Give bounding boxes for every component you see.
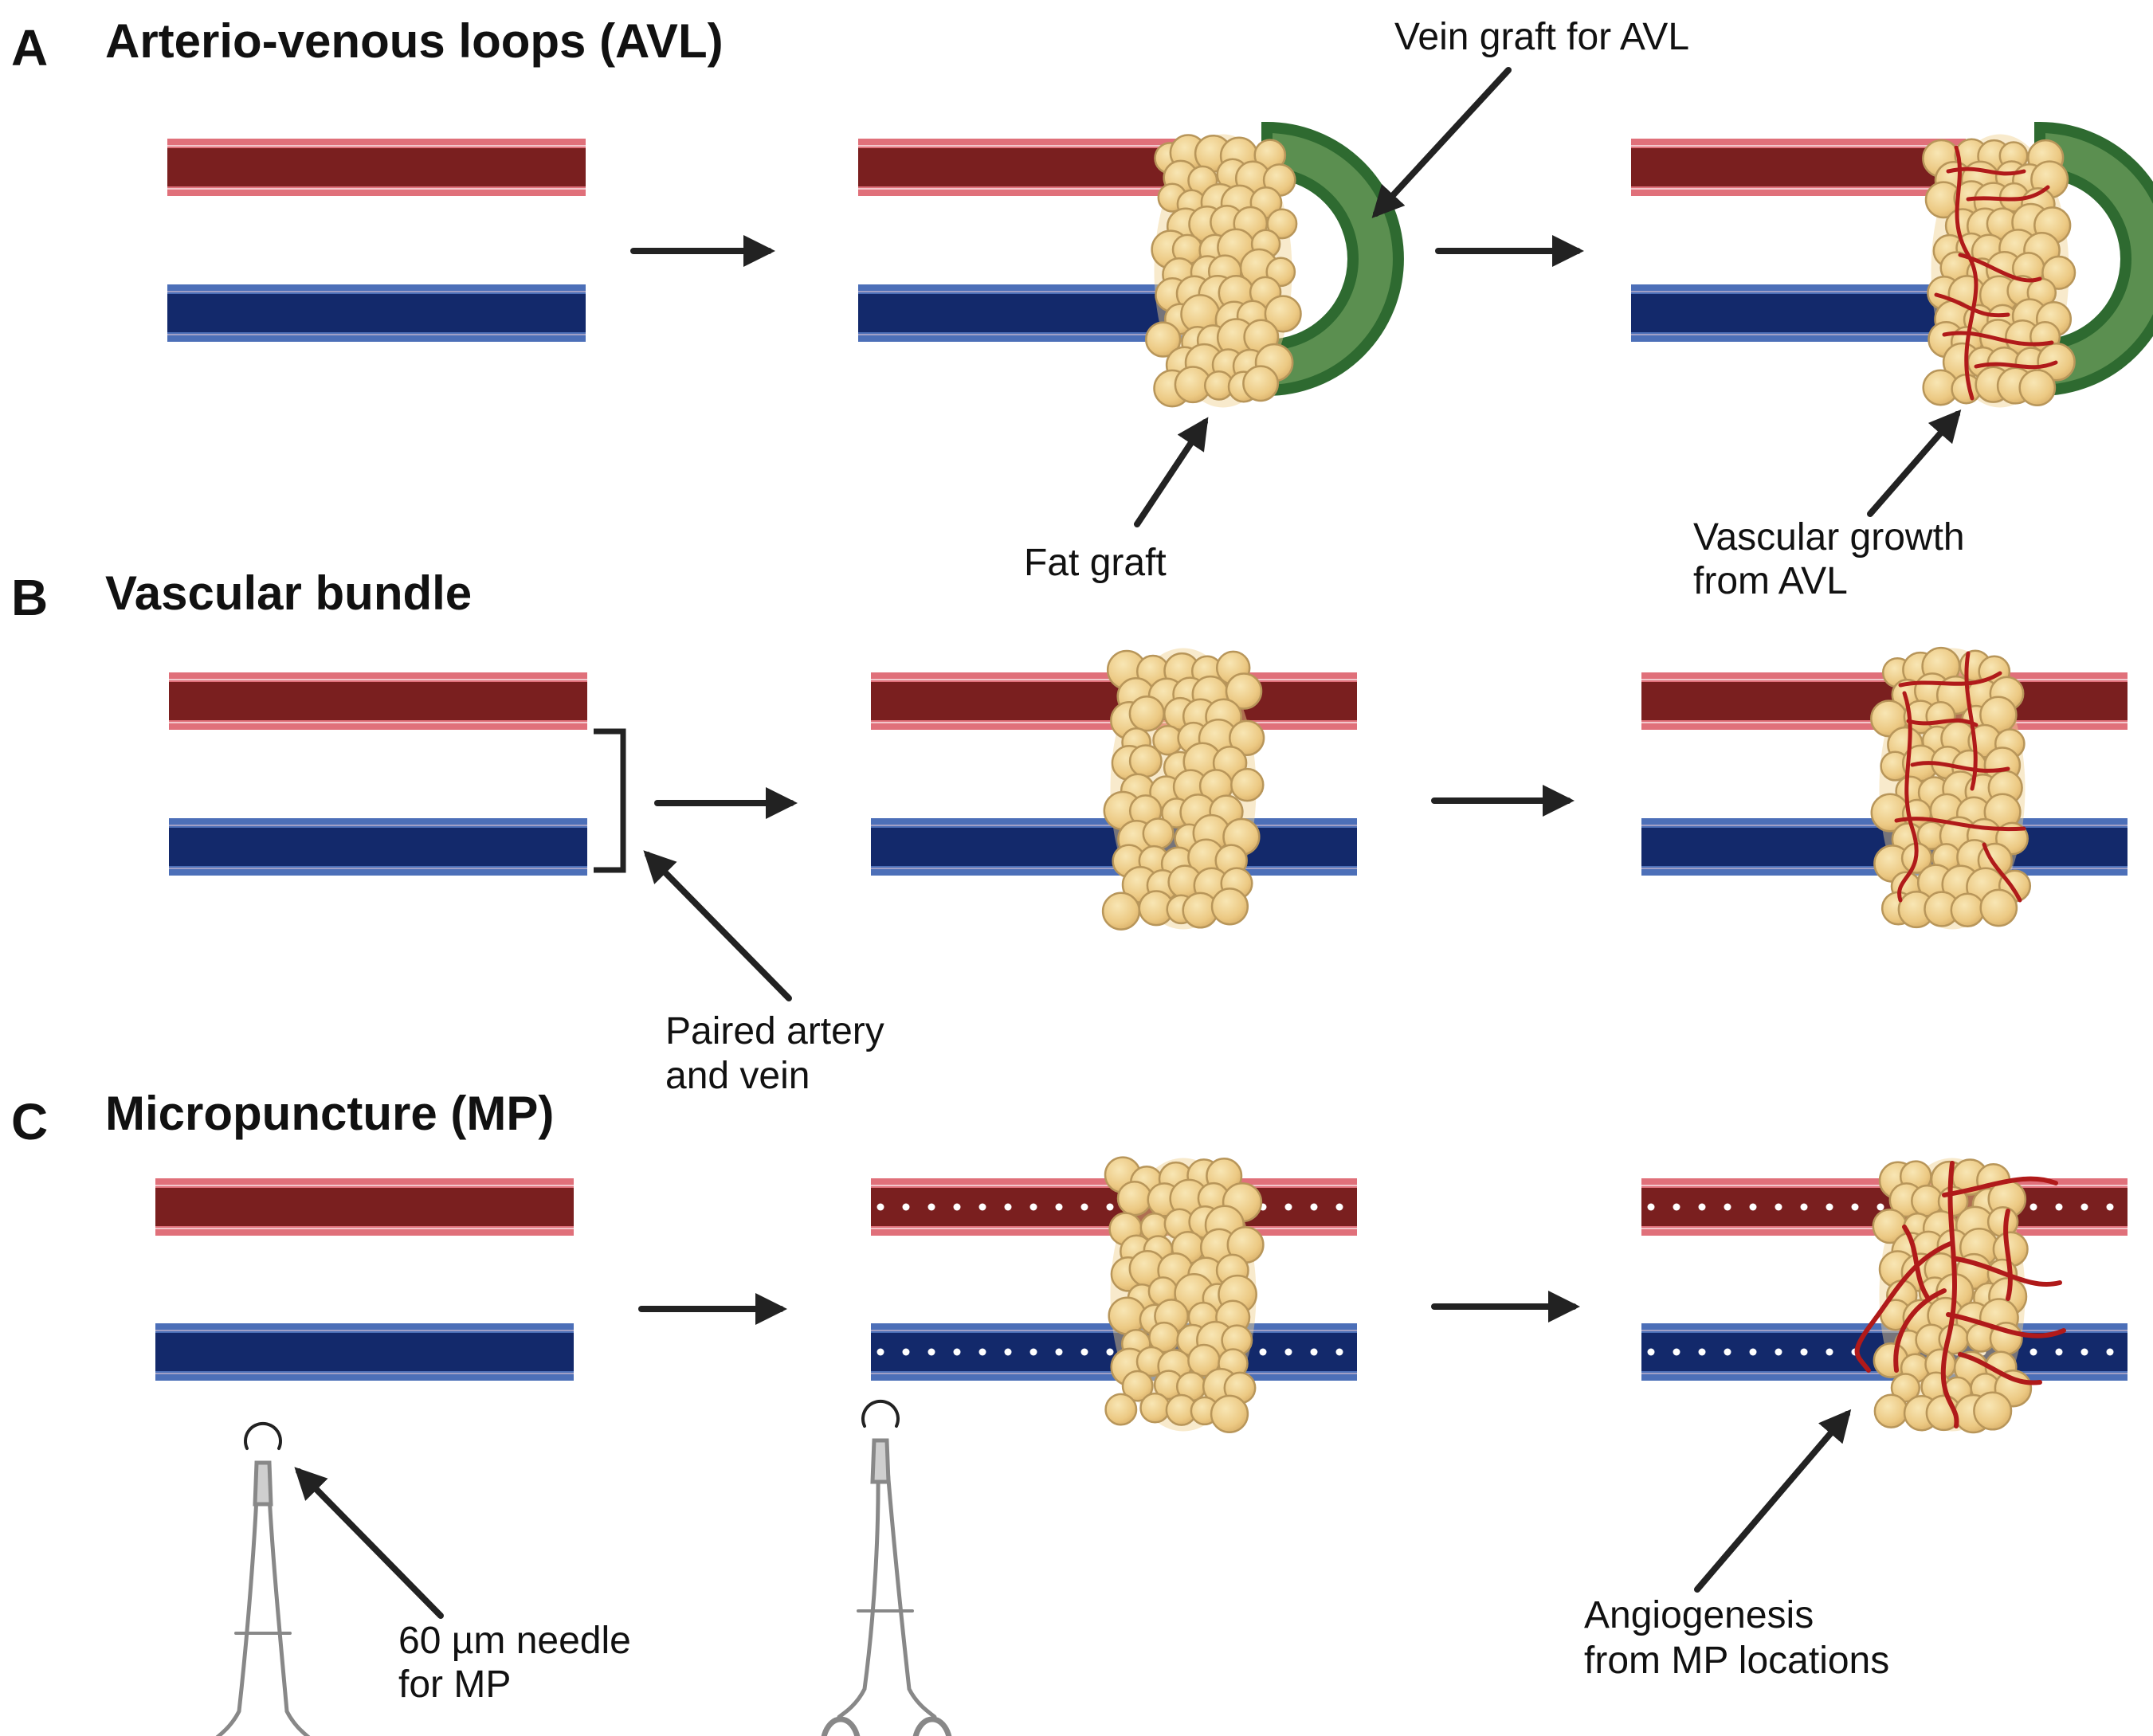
vessels-layer bbox=[155, 139, 2128, 1381]
microvessel-icon bbox=[1894, 651, 2026, 903]
artery-icon bbox=[155, 1178, 574, 1236]
arrow-icon bbox=[294, 67, 1962, 1619]
artery-icon bbox=[1631, 139, 1966, 196]
panel-b-letter: B bbox=[11, 569, 48, 626]
panel-b-title: Vascular bundle bbox=[105, 566, 472, 620]
panel-c-letter: C bbox=[11, 1093, 48, 1150]
paired-label-1: Paired artery bbox=[665, 1010, 884, 1052]
microvessel-icon bbox=[1854, 1161, 2066, 1428]
panel-a-title: Arterio-venous loops (AVL) bbox=[105, 14, 724, 68]
artery-icon bbox=[169, 672, 587, 730]
fat-graft-icon bbox=[1104, 1156, 1265, 1433]
microvessel-icon bbox=[1934, 145, 2058, 401]
forceps-icon bbox=[215, 1421, 311, 1736]
vein-graft-icon bbox=[2034, 121, 2153, 397]
fat-graft-icon bbox=[1870, 646, 2032, 930]
paired-label-2: and vein bbox=[665, 1055, 810, 1097]
vein-icon bbox=[858, 284, 1193, 342]
vein-icon bbox=[169, 818, 587, 876]
vein-icon bbox=[167, 284, 586, 342]
fat-graft-icon bbox=[1145, 134, 1302, 408]
vein-graft-label: Vein graft for AVL bbox=[1394, 16, 1689, 58]
vein-icon bbox=[155, 1323, 574, 1381]
fat-graft-label: Fat graft bbox=[1024, 542, 1167, 584]
angiogenesis-label-1: Angiogenesis bbox=[1584, 1594, 1814, 1636]
vascular-growth-label-2: from AVL bbox=[1693, 560, 1848, 602]
panel-c-title: Micropuncture (MP) bbox=[105, 1087, 554, 1140]
fat-graft-icon bbox=[1101, 648, 1265, 931]
angiogenesis-label-2: from MP locations bbox=[1584, 1640, 1889, 1682]
vascular-growth-label-1: Vascular growth bbox=[1693, 516, 1965, 558]
needle-label-2: for MP bbox=[398, 1664, 511, 1706]
bracket-icon bbox=[594, 728, 626, 873]
needle-label-1: 60 µm needle bbox=[398, 1620, 631, 1662]
panel-a-letter: A bbox=[11, 19, 48, 76]
forceps-icon bbox=[821, 1399, 952, 1736]
vein-graft-icon bbox=[1261, 121, 1404, 397]
vein-icon bbox=[1631, 284, 1966, 342]
artery-icon bbox=[167, 139, 586, 196]
artery-icon bbox=[858, 139, 1193, 196]
